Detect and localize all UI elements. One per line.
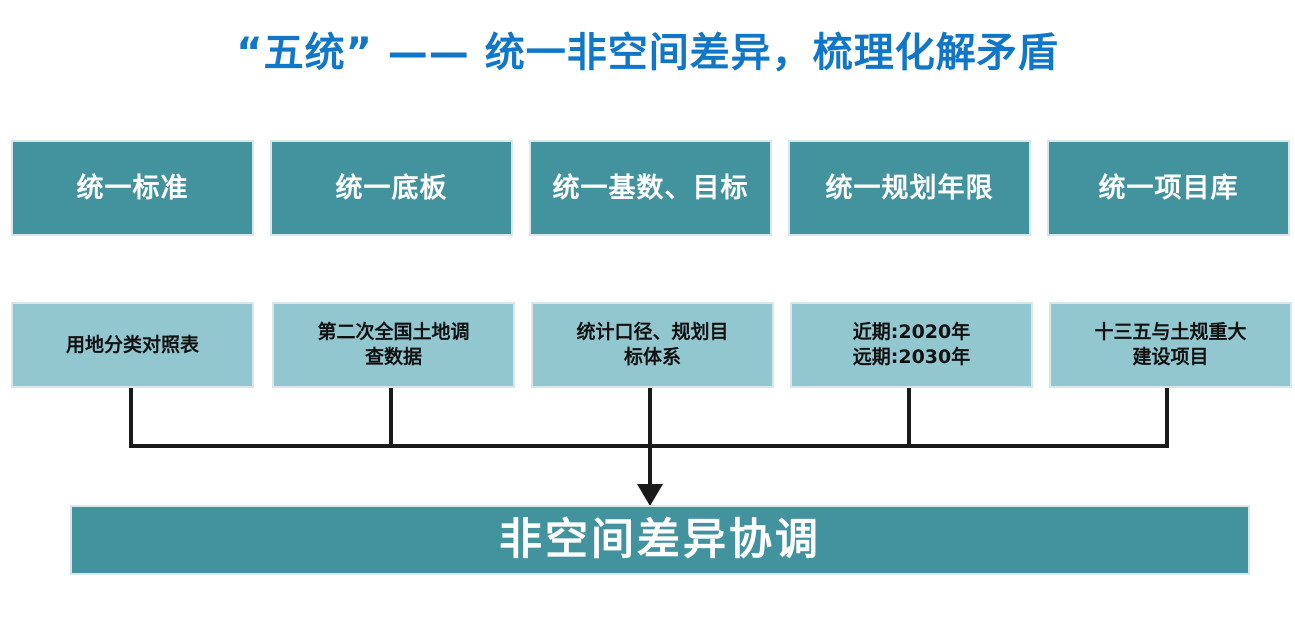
- mid-box-1[interactable]: 用地分类对照表: [11, 302, 254, 388]
- mid-box-3-line-1: 统计口径、规划目: [576, 321, 729, 343]
- mid-box-4-line-1: 近期:2020年: [852, 321, 971, 343]
- mid-box-5-label: 十三五与土规重大 建设项目: [1088, 320, 1252, 370]
- page-title: “五统” —— 统一非空间差异，梳理化解矛盾: [236, 30, 1059, 76]
- top-box-2[interactable]: 统一底板: [270, 140, 513, 236]
- mid-box-5-line-2: 建设项目: [1132, 346, 1209, 368]
- mid-box-2[interactable]: 第二次全国土地调 查数据: [272, 302, 515, 388]
- mid-box-4[interactable]: 近期:2020年 远期:2030年: [790, 302, 1033, 388]
- mid-box-3-label: 统计口径、规划目 标体系: [570, 320, 734, 370]
- mid-box-2-line-2: 查数据: [364, 346, 422, 368]
- mid-box-2-label: 第二次全国土地调 查数据: [311, 320, 475, 370]
- mid-box-3-line-2: 标体系: [623, 346, 681, 368]
- mid-box-3[interactable]: 统计口径、规划目 标体系: [531, 302, 774, 388]
- top-box-5[interactable]: 统一项目库: [1047, 140, 1290, 236]
- mid-box-2-line-1: 第二次全国土地调: [317, 321, 470, 343]
- mid-box-1-label: 用地分类对照表: [60, 333, 205, 358]
- mid-box-5-line-1: 十三五与土规重大: [1094, 321, 1247, 343]
- top-box-3-label: 统一基数、目标: [552, 172, 749, 204]
- arrow-head: [637, 484, 663, 506]
- top-box-1-label: 统一标准: [76, 172, 189, 204]
- top-box-2-label: 统一底板: [335, 172, 448, 204]
- bottom-summary-bar[interactable]: 非空间差异协调: [70, 505, 1250, 575]
- top-box-1[interactable]: 统一标准: [11, 140, 254, 236]
- bottom-summary-label: 非空间差异协调: [499, 515, 821, 565]
- mid-box-4-label: 近期:2020年 远期:2030年: [847, 320, 976, 370]
- top-box-3[interactable]: 统一基数、目标: [529, 140, 772, 236]
- top-box-5-label: 统一项目库: [1098, 172, 1239, 204]
- mid-box-1-line-1: 用地分类对照表: [65, 333, 199, 356]
- top-box-4-label: 统一规划年限: [825, 172, 994, 204]
- mid-box-5[interactable]: 十三五与土规重大 建设项目: [1049, 302, 1292, 388]
- mid-box-4-line-2: 远期:2030年: [852, 346, 971, 368]
- top-box-4[interactable]: 统一规划年限: [788, 140, 1031, 236]
